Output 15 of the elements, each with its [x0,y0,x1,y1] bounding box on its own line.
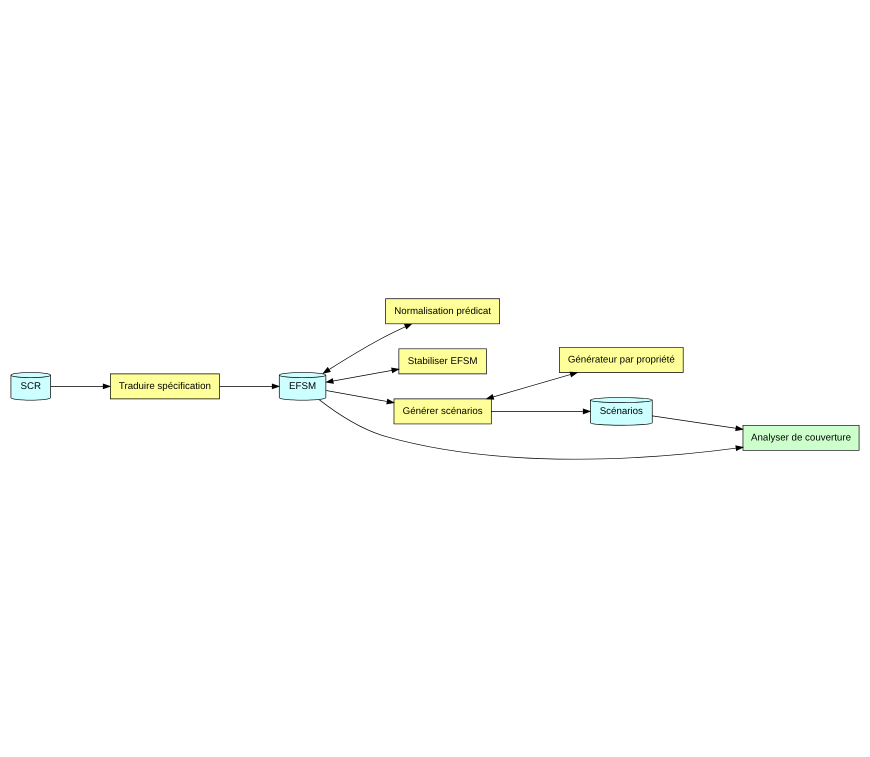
arrow [490,408,592,414]
arrow [50,382,112,389]
arrow [325,367,400,384]
arrow [319,398,744,460]
arrow [485,371,578,400]
arrow [326,390,396,404]
node-box: Générer scénarios [394,398,492,424]
node-box: Traduire spécification [110,373,220,399]
node-box: Générateur par propriété [559,346,684,372]
node-box: Analyser de couverture [742,424,860,450]
arrow [322,322,413,374]
arrow [652,415,744,431]
node-box: Stabiliser EFSM [398,348,487,374]
arrow [219,382,280,389]
node-box: Normalisation prédicat [385,298,500,324]
